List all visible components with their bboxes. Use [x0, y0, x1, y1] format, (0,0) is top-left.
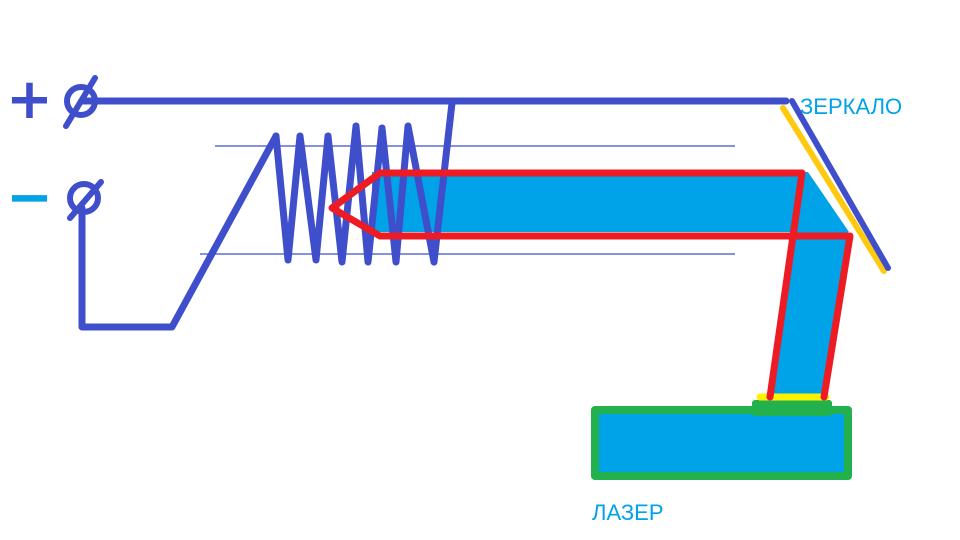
- beam-horizontal-segment: [372, 172, 849, 232]
- positive-terminal: [63, 75, 98, 129]
- mirror-label: ЗЕРКАЛО: [800, 94, 903, 119]
- mirror-surface: [789, 98, 891, 271]
- minus-sign: −: [6, 165, 53, 230]
- light-path-arrow: [328, 169, 854, 401]
- laser-label: ЛАЗЕР: [592, 500, 664, 525]
- negative-terminal: [67, 179, 104, 221]
- plus-sign: +: [6, 67, 53, 132]
- negative-return-wire: [78, 132, 280, 331]
- negative-terminal-slash: [67, 179, 104, 221]
- positive-terminal-ring: [64, 84, 98, 118]
- positive-terminal-slash: [63, 75, 98, 129]
- laser-body: [591, 406, 852, 480]
- mirror-backing: [780, 105, 887, 274]
- laser-output-block: [752, 400, 832, 416]
- negative-terminal-ring: [67, 181, 101, 215]
